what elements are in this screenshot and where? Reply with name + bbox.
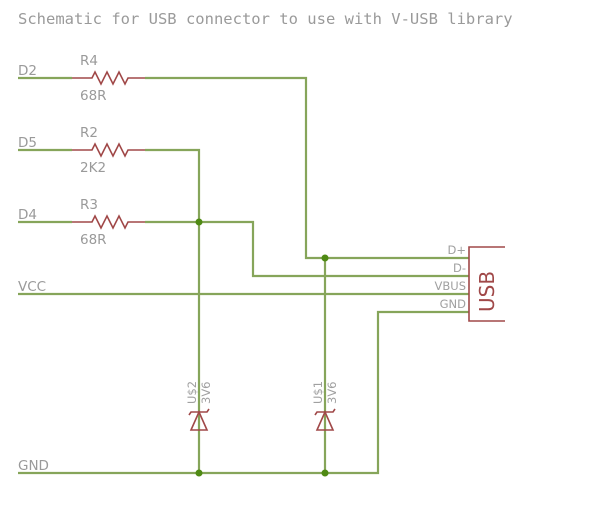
resistor-r2-symbol (72, 142, 145, 158)
resistor-r3[interactable]: R3 68R (72, 197, 145, 248)
usb-connector-body (468, 246, 505, 322)
resistor-r2[interactable]: R2 2K2 (72, 125, 145, 176)
usb-pin-dplus: D+ (448, 243, 467, 257)
net-label-d2: D2 (18, 63, 37, 79)
zener-diode-u1[interactable]: U$1 3V6 (311, 381, 339, 431)
zener-diode-u2-value: 3V6 (199, 381, 213, 404)
zener-diode-u2-triangle (189, 410, 209, 431)
net-label-d4: D4 (18, 207, 37, 223)
resistor-r4-value: 68R (80, 88, 107, 104)
wire-gnd (18, 310, 469, 475)
resistor-r4-ref: R4 (80, 53, 98, 69)
usb-connector[interactable]: D+ D- VBUS GND USB (435, 243, 505, 322)
resistor-r3-symbol (72, 214, 145, 230)
junction-dot (195, 218, 203, 226)
zener-diode-u1-cathode (314, 408, 336, 416)
zener-diode-u2-ref: U$2 (185, 381, 199, 404)
resistor-r2-value: 2K2 (80, 160, 106, 176)
zener-diode-u1-triangle (315, 410, 335, 431)
junction-dot (321, 254, 329, 262)
resistor-r2-ref: R2 (80, 125, 98, 141)
wire-d4 (18, 220, 469, 278)
zener-diode-u2[interactable]: U$2 3V6 (185, 381, 213, 431)
net-label-d5: D5 (18, 135, 37, 151)
wire-d2 (18, 76, 469, 260)
schematic-title: Schematic for USB connector to use with … (18, 10, 513, 28)
resistor-r4[interactable]: R4 68R (72, 53, 145, 104)
zener-diode-u2-cathode (188, 408, 210, 416)
zener-diode-u1-value: 3V6 (325, 381, 339, 404)
usb-pin-dminus: D- (453, 261, 466, 275)
net-label-gnd: GND (18, 458, 49, 474)
resistor-r3-ref: R3 (80, 197, 98, 213)
wire-d5 (18, 148, 201, 473)
usb-connector-label: USB (475, 271, 499, 312)
junction-dot (321, 469, 329, 477)
resistor-r4-symbol (72, 70, 145, 86)
usb-pin-gnd: GND (440, 297, 467, 311)
usb-pin-vbus: VBUS (435, 279, 466, 293)
zener-diode-u1-ref: U$1 (311, 381, 325, 404)
net-label-vcc: VCC (18, 279, 46, 295)
junction-dot (195, 469, 203, 477)
resistor-r3-value: 68R (80, 232, 107, 248)
